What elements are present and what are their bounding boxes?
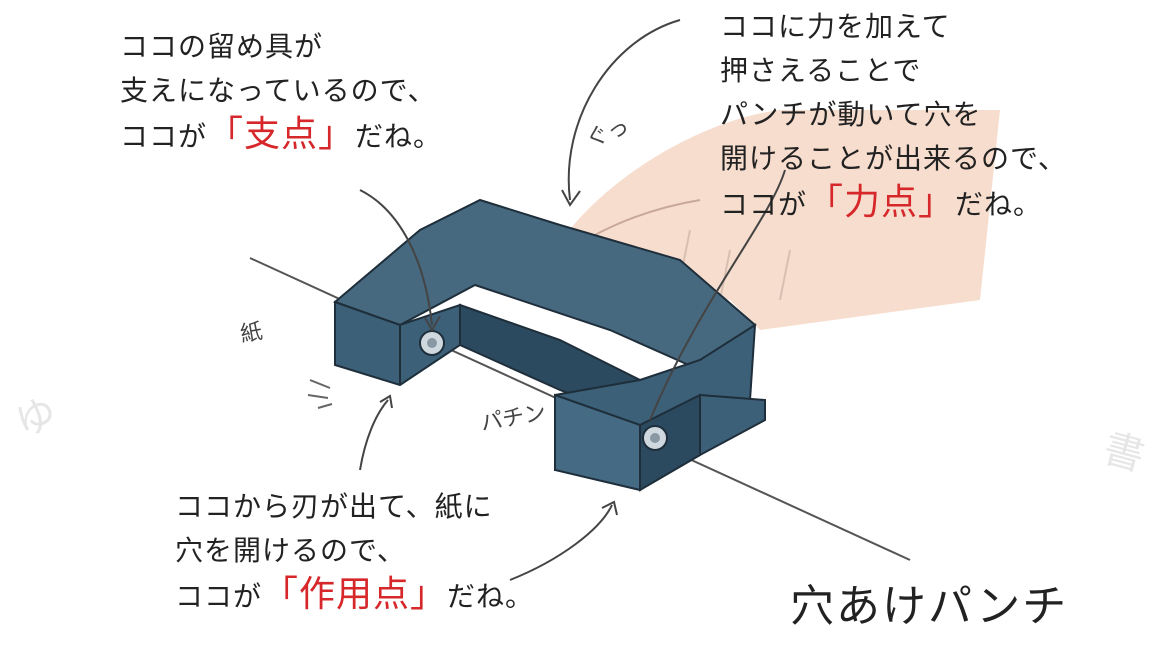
effort-line2: 押さえることで <box>720 54 922 87</box>
fulcrum-line3-suffix: だね。 <box>355 120 443 153</box>
load-callout: ココから刃が出て、紙に 穴を開けるので、 ココが「作用点」だね。 <box>175 485 534 619</box>
effort-callout: ココに力を加えて 押さえることで パンチが動いて穴を 開けることが出来るので、 … <box>720 5 1067 227</box>
load-line3-suffix: だね。 <box>447 580 535 613</box>
load-line2: 穴を開けるので、 <box>175 534 406 567</box>
fulcrum-line2: 支えになっているので、 <box>120 74 437 107</box>
fulcrum-callout: ココの留め具が 支えになっているので、 ココが「支点」だね。 <box>120 25 442 159</box>
effort-line3: パンチが動いて穴を <box>720 98 982 131</box>
diagram-title: 穴あけパンチ <box>790 581 1069 632</box>
hole-punch <box>333 198 766 492</box>
effort-line5: ココが「力点」だね。 <box>720 181 1067 227</box>
effort-highlight: 「力点」 <box>807 182 956 223</box>
effort-line5-prefix: ココが <box>720 188 808 221</box>
load-line1: ココから刃が出て、紙に <box>175 490 493 523</box>
effort-line4: 開けることが出来るので、 <box>720 142 1067 175</box>
fulcrum-line3-prefix: ココが <box>120 120 208 153</box>
load-highlight: 「作用点」 <box>262 574 448 615</box>
effort-line5-suffix: だね。 <box>955 188 1043 221</box>
fulcrum-line1: ココの留め具が <box>120 30 324 63</box>
load-line3-prefix: ココが <box>175 580 263 613</box>
load-line3: ココが「作用点」だね。 <box>175 573 534 619</box>
fulcrum-highlight: 「支点」 <box>207 114 356 155</box>
effort-line1: ココに力を加えて <box>720 10 951 43</box>
fulcrum-line3: ココが「支点」だね。 <box>120 113 442 159</box>
motion-marks <box>307 379 333 409</box>
callout-arrows <box>359 19 786 581</box>
